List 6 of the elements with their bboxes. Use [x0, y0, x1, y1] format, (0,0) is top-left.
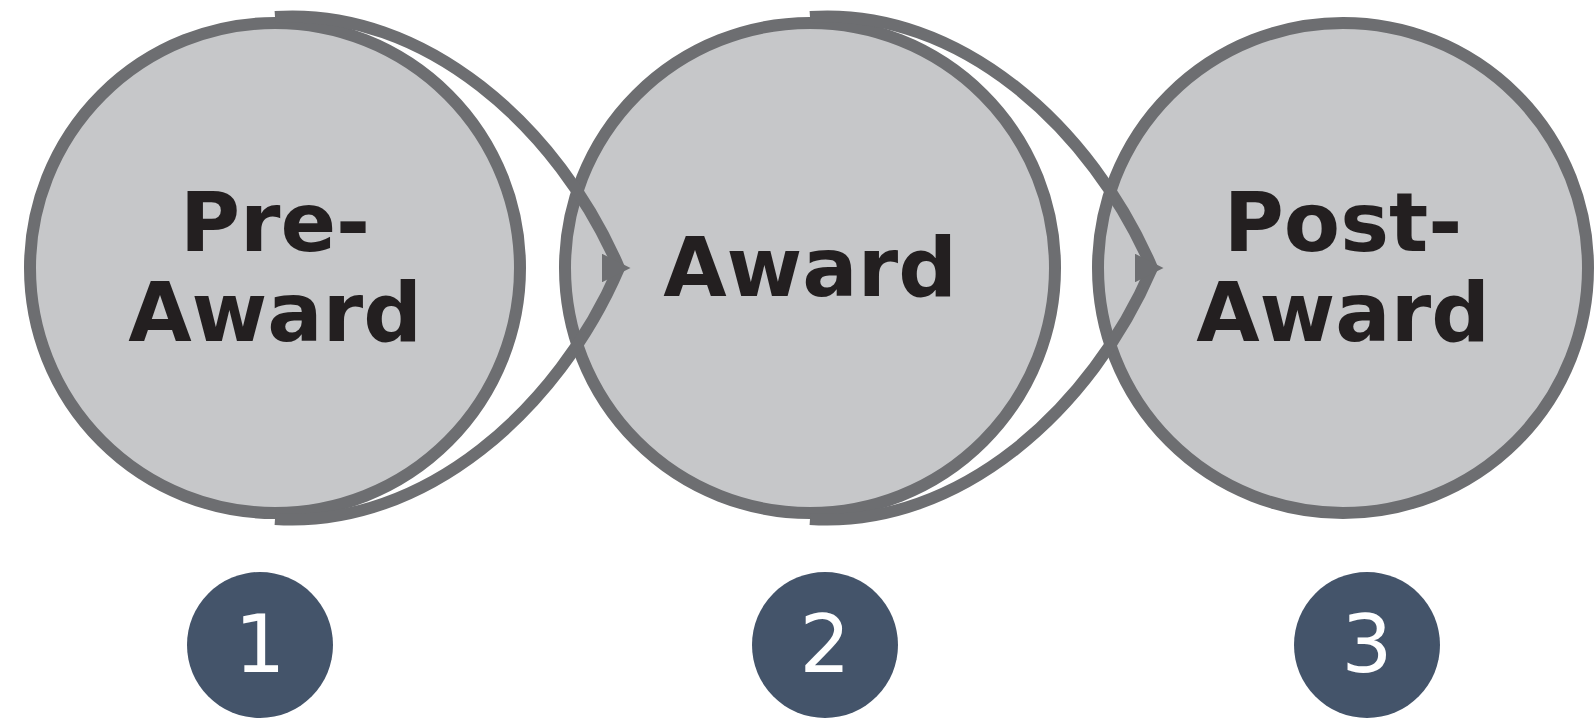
stage-label: Pre-Award — [127, 177, 423, 359]
step-number: 3 — [1341, 605, 1393, 685]
step-number: 2 — [799, 605, 851, 685]
stage-label: Post-Award — [1195, 177, 1491, 359]
step-number: 1 — [234, 605, 286, 685]
stage-label: Award — [662, 222, 958, 314]
